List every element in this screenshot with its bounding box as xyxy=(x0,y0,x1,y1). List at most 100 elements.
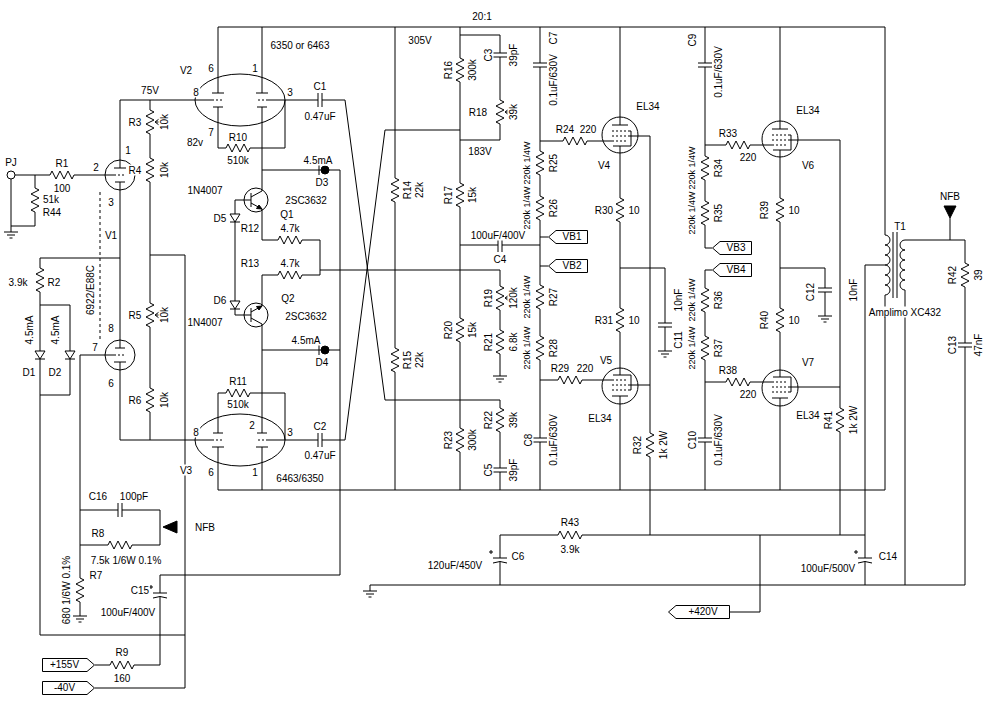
component-label: 220 xyxy=(739,389,758,400)
component-label: V5 xyxy=(599,355,613,366)
component-label: 6922/E88C xyxy=(85,264,96,316)
schematic-line xyxy=(456,310,464,350)
component-label: 100 xyxy=(53,183,72,194)
schematic-line xyxy=(958,333,972,357)
component-label: 0.1uF/630V xyxy=(548,53,559,107)
component-label: 220k 1/4W xyxy=(687,325,697,370)
component-label: C9 xyxy=(687,33,698,48)
schematic-line xyxy=(230,297,240,313)
off-page-connector: VB1 xyxy=(548,230,588,244)
component-label: V4 xyxy=(597,160,611,171)
component-label: 10nF xyxy=(848,278,859,303)
schematic-line xyxy=(270,271,310,279)
schematic-line xyxy=(496,278,504,318)
component-label: EL34 xyxy=(587,413,612,424)
component-label: 4.5mA xyxy=(50,315,61,346)
schematic-line xyxy=(698,428,712,452)
component-label: R33 xyxy=(718,128,738,139)
component-label: V2 xyxy=(179,65,193,76)
component-label: C2 xyxy=(313,421,328,432)
schematic-line xyxy=(391,340,399,380)
schematic-line xyxy=(7,171,15,179)
schematic-line xyxy=(76,570,84,610)
component-label: R27 xyxy=(548,287,559,307)
component-label: R42 xyxy=(947,265,958,285)
component-label: 220k 1/4W xyxy=(522,140,532,185)
component-label: 3 xyxy=(286,427,294,438)
component-label: R1 xyxy=(55,158,70,169)
component-label: 510k xyxy=(226,155,250,166)
schematic-line xyxy=(854,548,872,572)
component-label: 75V xyxy=(140,85,160,96)
component-label: R30 xyxy=(594,205,614,216)
component-label: R25 xyxy=(548,153,559,173)
component-label: 220 xyxy=(739,152,758,163)
schematic-line xyxy=(818,310,832,322)
component-label: 120uF/450V xyxy=(427,560,484,571)
schematic-line xyxy=(240,295,268,335)
component-label: D2 xyxy=(48,367,63,378)
component-label: R31 xyxy=(594,315,614,326)
component-label: 160 xyxy=(113,673,132,684)
schematic-line xyxy=(11,27,965,688)
component-label: R19 xyxy=(483,288,494,308)
schematic-line xyxy=(496,322,504,362)
component-label: C3 xyxy=(483,48,494,63)
schematic-line xyxy=(598,364,642,408)
component-label: 10k xyxy=(159,113,170,131)
schematic-line xyxy=(533,428,547,452)
schematic-line xyxy=(149,583,167,607)
component-label: 3 xyxy=(286,87,294,98)
component-label: 10 xyxy=(627,205,640,216)
component-label: 1 xyxy=(251,467,259,478)
connector-text: VB4 xyxy=(712,263,752,277)
component-label: D5 xyxy=(213,213,228,224)
schematic-line xyxy=(256,420,278,460)
component-label: R20 xyxy=(443,320,454,340)
component-label: 220k 1/4W xyxy=(687,190,697,235)
schematic-line xyxy=(456,50,464,90)
component-label: Q1 xyxy=(279,209,294,220)
schematic-line xyxy=(65,347,75,363)
component-label: 10 xyxy=(787,315,800,326)
schematic-line xyxy=(308,433,332,447)
component-label: R11 xyxy=(228,376,248,387)
component-label: R26 xyxy=(548,198,559,218)
component-label: R16 xyxy=(443,60,454,80)
component-label: 300k xyxy=(467,58,478,82)
component-label: 7.5k 1/6W 0.1% xyxy=(90,555,163,566)
component-label: 2 xyxy=(92,162,100,173)
schematic-line xyxy=(4,226,18,238)
component-label: C15 xyxy=(130,585,150,596)
schematic-line xyxy=(658,313,672,337)
schematic-line xyxy=(658,345,672,357)
component-label: 8 xyxy=(192,427,200,438)
component-label: 10k xyxy=(159,391,170,409)
schematic-line xyxy=(195,414,285,466)
schematic-line xyxy=(616,300,624,340)
schematic-line xyxy=(555,137,595,145)
off-page-connector: +420V xyxy=(668,605,730,619)
component-label: T1 xyxy=(893,221,907,232)
connector-shape xyxy=(713,264,752,277)
component-label: 220k 1/4W xyxy=(522,274,532,319)
connector-shape xyxy=(43,682,95,695)
component-label: V6 xyxy=(801,160,815,171)
component-label: 220 xyxy=(579,124,598,135)
component-label: D4 xyxy=(315,357,330,368)
schematic-line xyxy=(961,255,969,295)
component-label: 1N4007 xyxy=(186,185,223,196)
component-label: C13 xyxy=(947,335,958,355)
component-label: R28 xyxy=(548,338,559,358)
schematic-line xyxy=(100,541,140,549)
component-label: 20:1 xyxy=(471,11,492,22)
component-label: 0.47uF xyxy=(303,111,336,122)
component-label: 2SC3632 xyxy=(284,195,328,206)
schematic-line xyxy=(496,92,504,132)
component-label: 10 xyxy=(787,205,800,216)
schematic-line xyxy=(146,380,154,420)
component-label: 3 xyxy=(107,197,115,208)
component-label: 22k xyxy=(414,181,425,199)
component-label: 39k xyxy=(508,411,519,429)
component-label: 4.5mA xyxy=(303,155,334,166)
